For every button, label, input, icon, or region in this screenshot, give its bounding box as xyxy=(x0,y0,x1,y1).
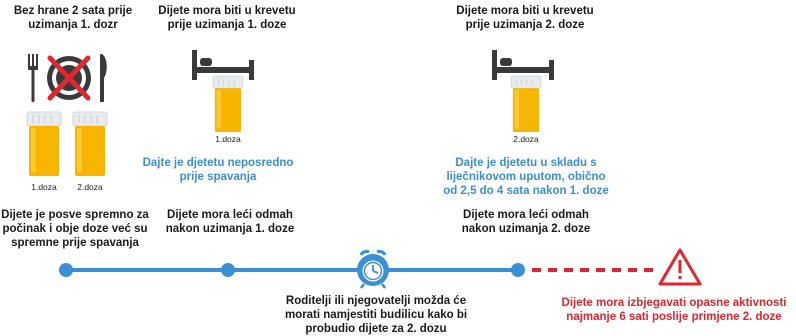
pill-bottle-icon xyxy=(72,111,108,176)
alarm-clock-icon xyxy=(357,249,389,289)
bed-icon xyxy=(192,50,254,80)
bed-icon xyxy=(492,50,554,80)
ready-for-bed-text: Dijete je posve spremno za počinak i obj… xyxy=(1,209,149,249)
in-bed-dose2-title: Dijete mora biti u krevetu prije uzimanj… xyxy=(456,5,594,31)
warning-icon xyxy=(658,248,702,286)
no-food-title: Bez hrane 2 sata prije uzimanja 1. dozr xyxy=(13,5,133,31)
timeline-node-1 xyxy=(59,263,73,277)
in-bed-dose1-title: Dijete mora biti u krevetu prije uzimanj… xyxy=(158,5,296,31)
pill-label-1: 1.doza xyxy=(31,182,57,192)
timeline xyxy=(59,248,702,289)
give-per-doctor-note: Dajte je djetetu u skladu s liječnikovom… xyxy=(443,157,609,197)
pill-label-dose2: 2.doza xyxy=(513,134,539,144)
pill-bottle-icon xyxy=(212,75,244,132)
alarm-note: Roditelji ili njegovatelji možda će mora… xyxy=(284,295,468,335)
pill-bottle-icon xyxy=(510,75,542,132)
give-before-sleep-note: Dajte je djetetu neposredno prije spavan… xyxy=(142,157,294,183)
lie-down-dose2-text: Dijete mora leći odmah nakon uzimanja 2.… xyxy=(461,209,591,235)
lie-down-dose1-text: Dijete mora leći odmah nakon uzimanja 1.… xyxy=(165,209,295,235)
pill-label-dose1: 1.doza xyxy=(215,134,241,144)
timeline-node-4 xyxy=(511,263,525,277)
no-food-icon xyxy=(28,54,107,102)
pill-bottle-icon xyxy=(26,111,62,176)
warning-text: Dijete mora izbjegavati opasne aktivnost… xyxy=(561,297,787,323)
pill-label-2: 2.doza xyxy=(77,182,103,192)
timeline-node-2 xyxy=(221,263,235,277)
